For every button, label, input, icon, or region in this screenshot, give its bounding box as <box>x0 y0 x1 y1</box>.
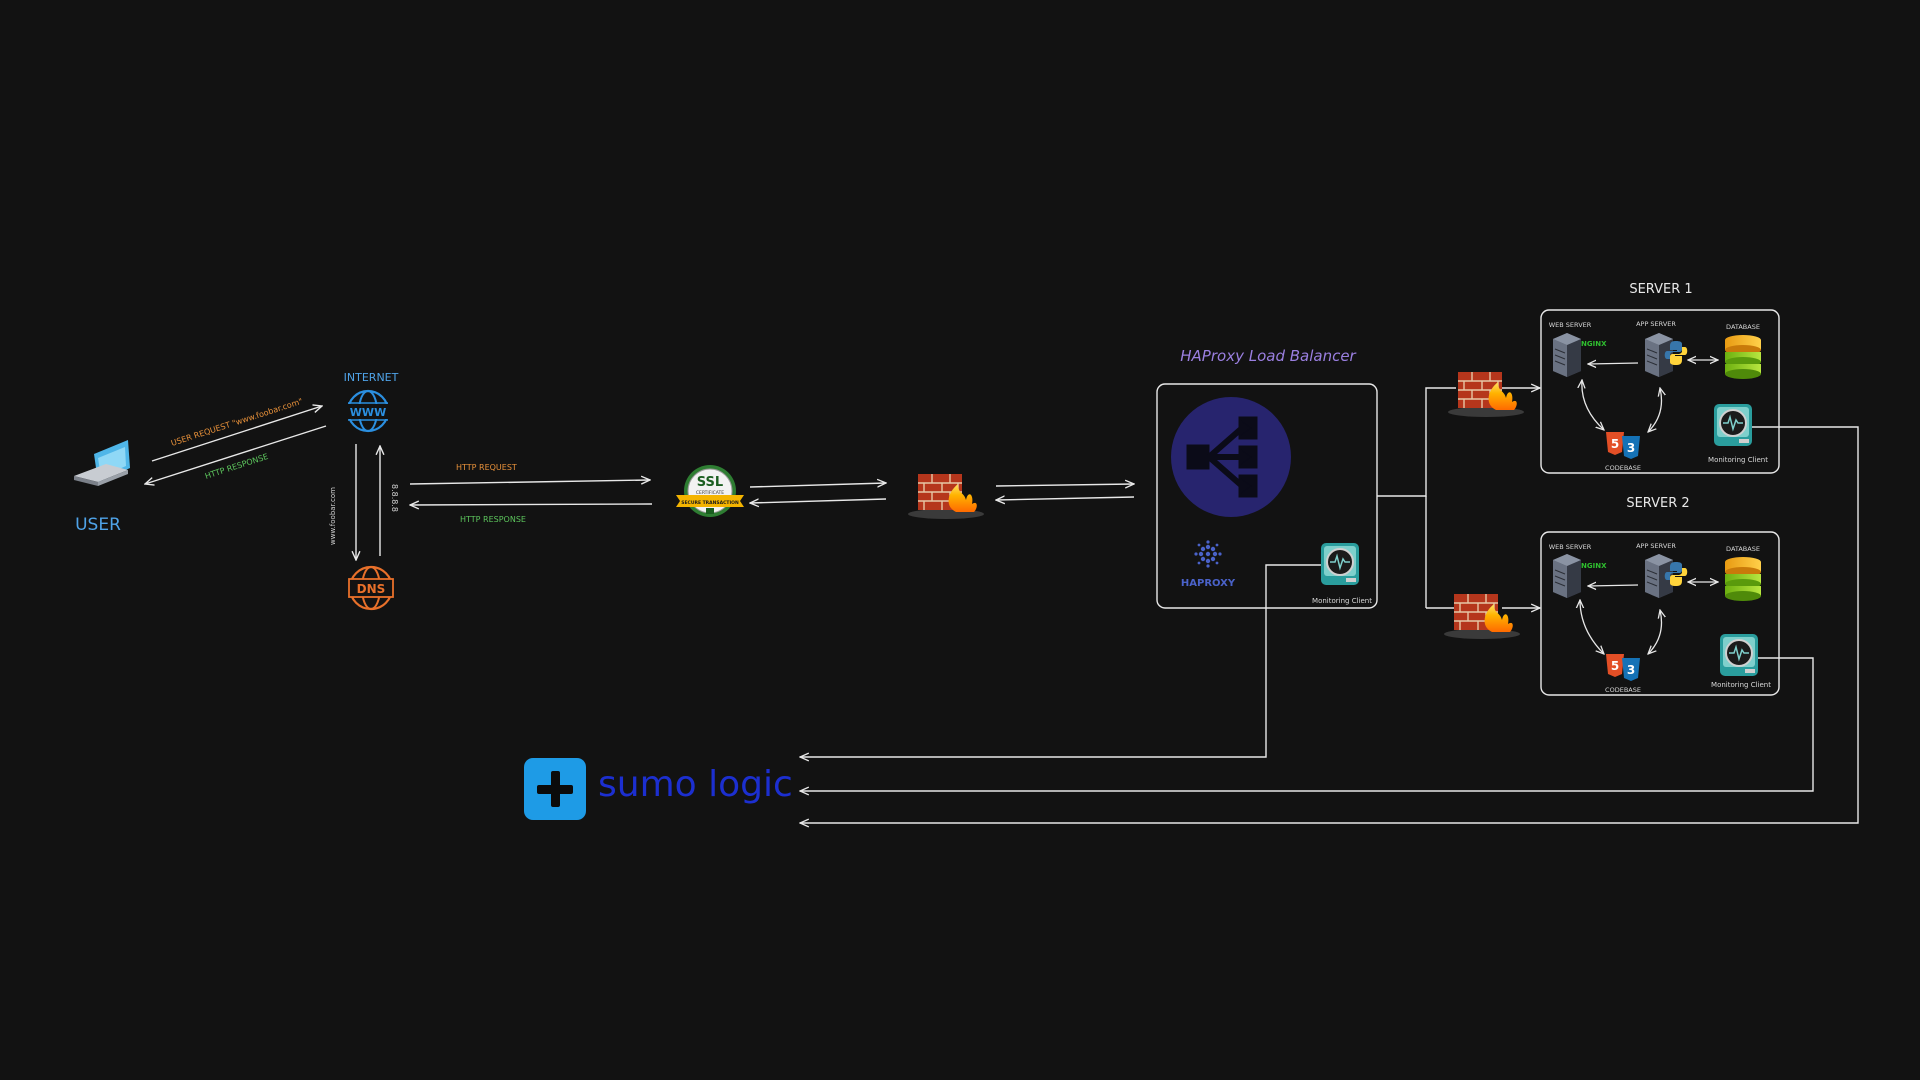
haproxy-icon <box>1171 397 1291 517</box>
internet-label: INTERNET <box>344 371 399 384</box>
dns-query-label: www.foobar.com <box>329 487 337 545</box>
server2-codebase-label: CODEBASE <box>1605 686 1641 694</box>
server1-nginx-label: NGINX <box>1581 340 1607 348</box>
firewall-icon <box>1447 371 1525 418</box>
html5-icon <box>1606 654 1640 681</box>
server1-title: SERVER 1 <box>1629 282 1692 297</box>
globe-icon: WWW <box>346 389 390 433</box>
user-flow-arrows <box>145 406 1134 560</box>
server2-db-label: DATABASE <box>1726 545 1760 553</box>
sumo-logic-text: sumo logic <box>598 764 793 805</box>
firewall-icon <box>907 473 985 520</box>
monitoring-icon <box>1713 403 1753 447</box>
dns-text: DNS <box>357 582 386 596</box>
server2-arrows <box>1580 582 1718 654</box>
sumo-logic-icon <box>524 758 586 820</box>
server1-app-label: APP SERVER <box>1636 320 1676 328</box>
server2-app-label: APP SERVER <box>1636 542 1676 550</box>
html5-icon <box>1606 432 1640 459</box>
server2-monitoring-label: Monitoring Client <box>1711 681 1771 689</box>
dns-answer-label: 8.8.8.8 <box>390 484 399 512</box>
ssl-ribbon: SECURE TRANSACTION <box>681 500 739 506</box>
firewall-icon <box>1443 593 1521 640</box>
server2-nginx-label: NGINX <box>1581 562 1607 570</box>
user-label: USER <box>75 515 121 535</box>
ssl-sub: CERTIFICATE <box>696 490 724 496</box>
lb-title: HAProxy Load Balancer <box>1180 347 1356 365</box>
server-icon <box>1552 553 1582 599</box>
server1-codebase-label: CODEBASE <box>1605 464 1641 472</box>
monitoring-icon <box>1719 633 1759 677</box>
lb-monitoring-label: Monitoring Client <box>1312 597 1372 605</box>
http-response-label-1: HTTP RESPONSE <box>204 452 270 481</box>
dns-icon: DNS <box>348 565 394 611</box>
server1-monitoring-label: Monitoring Client <box>1708 456 1768 464</box>
monitoring-lines <box>800 426 1859 823</box>
server2-title: SERVER 2 <box>1626 496 1689 511</box>
ssl-badge-icon: SSL CERTIFICATE SECURE TRANSACTION <box>676 465 744 517</box>
database-icon <box>1725 557 1761 601</box>
http-response-label-2: HTTP RESPONSE <box>460 515 526 524</box>
ssl-title: SSL <box>697 475 723 490</box>
laptop-icon <box>74 440 130 486</box>
server1-web-label: WEB SERVER <box>1549 321 1592 329</box>
server-icon <box>1552 332 1582 378</box>
haproxy-logo-text: HAPROXY <box>1181 578 1236 589</box>
server1-box <box>1540 309 1780 474</box>
monitoring-icon <box>1320 542 1360 586</box>
server1-arrows <box>1582 360 1718 432</box>
server2-box <box>1540 531 1780 696</box>
http-request-label-2: HTTP REQUEST <box>456 463 517 472</box>
www-text: WWW <box>350 406 386 419</box>
database-icon <box>1725 335 1761 379</box>
server2-web-label: WEB SERVER <box>1549 543 1592 551</box>
server1-db-label: DATABASE <box>1726 323 1760 331</box>
lb-branch-lines <box>1377 388 1540 608</box>
haproxy-logo <box>1194 540 1222 568</box>
